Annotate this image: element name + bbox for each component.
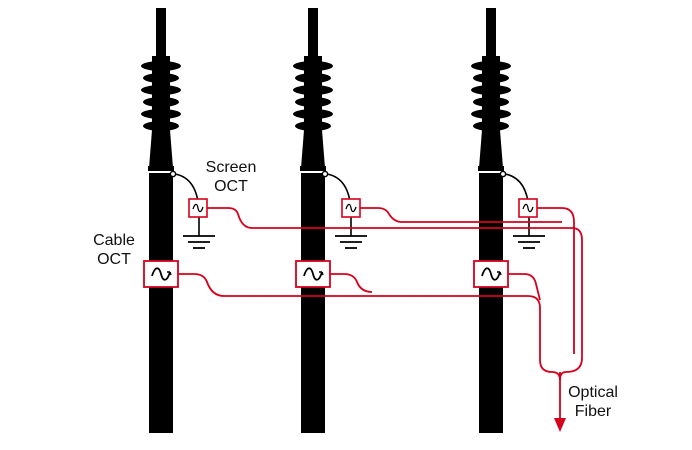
screen-oct-sensor-3 <box>518 198 538 218</box>
cable-oct-label-line-1: Cable <box>93 232 135 249</box>
cable-termination-phase-1 <box>140 7 216 434</box>
arrow-down-icon <box>554 418 566 432</box>
optical-fiber-label-line-1: Optical <box>568 384 618 401</box>
sine-wave-icon <box>143 260 179 288</box>
cable-oct-sensor-1 <box>143 260 179 288</box>
cable-oct-sensor-2 <box>295 260 331 288</box>
screen-oct-sensor-2 <box>341 198 361 218</box>
cable-oct-sensor-3 <box>473 260 509 288</box>
screen-oct-sensor-1 <box>188 198 208 218</box>
cable-oct-label: Cable OCT <box>82 231 146 269</box>
sine-wave-icon <box>473 260 509 288</box>
sine-wave-icon <box>341 198 361 218</box>
screen-oct-label-line-2: OCT <box>214 178 248 195</box>
optical-fiber-label-line-2: Fiber <box>574 403 612 420</box>
optical-fiber-routing <box>178 207 583 420</box>
sine-wave-icon <box>518 198 538 218</box>
cable-termination-phase-3 <box>470 7 546 434</box>
optical-fiber-label: Optical Fiber <box>555 383 631 421</box>
screen-oct-label-line-1: Screen <box>205 159 257 176</box>
cable-oct-label-line-2: OCT <box>97 251 131 268</box>
cable-termination-phase-2 <box>292 7 368 434</box>
screen-oct-label: Screen OCT <box>196 158 266 196</box>
sine-wave-icon <box>188 198 208 218</box>
sine-wave-icon <box>295 260 331 288</box>
